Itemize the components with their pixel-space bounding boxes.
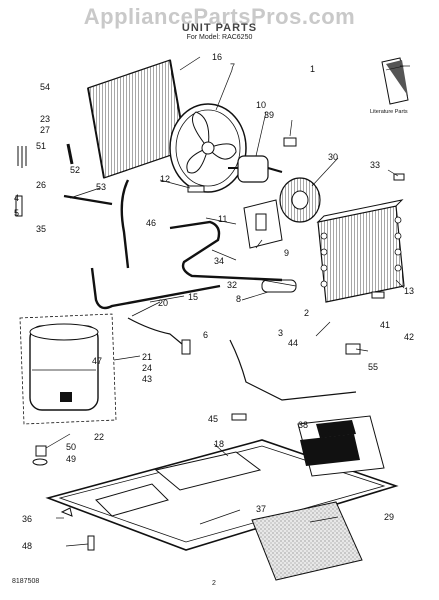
callout-27: 27 xyxy=(40,125,50,135)
air-filter xyxy=(251,501,363,581)
callout-50: 50 xyxy=(66,442,76,452)
callout-26: 26 xyxy=(36,180,46,190)
control-panel xyxy=(297,415,385,477)
page-number: 2 xyxy=(212,580,216,587)
callout-22: 22 xyxy=(94,432,104,442)
callout-45: 45 xyxy=(208,414,218,424)
diagram-title: UNIT PARTS xyxy=(181,22,258,34)
literature-parts-label: Literature Parts xyxy=(370,109,408,115)
bolt-part-48 xyxy=(87,535,95,551)
callout-46: 46 xyxy=(146,218,156,228)
model-label: For Model: RAC6250 xyxy=(186,34,253,41)
callout-43: 43 xyxy=(142,374,152,384)
callout-18: 18 xyxy=(214,439,224,449)
callout-34: 34 xyxy=(214,256,224,266)
callout-41: 41 xyxy=(380,320,390,330)
callout-24: 24 xyxy=(142,363,152,373)
callout-2a: 2 xyxy=(304,308,309,318)
bracket-part-39 xyxy=(283,137,297,147)
callout-23: 23 xyxy=(40,114,50,124)
wire-harness xyxy=(127,317,183,345)
callout-35: 35 xyxy=(36,224,46,234)
callout-1: 1 xyxy=(310,64,315,74)
washer-part-49 xyxy=(32,458,48,466)
callout-39: 39 xyxy=(264,110,274,120)
callout-36: 36 xyxy=(22,514,32,524)
callout-20: 20 xyxy=(158,298,168,308)
evaporator-coil xyxy=(316,199,405,303)
motor-mount-bracket xyxy=(243,199,283,249)
callout-52: 52 xyxy=(70,165,80,175)
callout-4: 4 xyxy=(14,193,19,203)
clip-part-41 xyxy=(371,291,385,299)
callout-13: 13 xyxy=(404,286,414,296)
callout-15: 15 xyxy=(188,292,198,302)
callout-42: 42 xyxy=(404,332,414,342)
callout-53: 53 xyxy=(96,182,106,192)
tube-part-27 xyxy=(66,143,74,165)
callout-38: 38 xyxy=(298,420,308,430)
sensor-part-4 xyxy=(15,195,23,217)
condenser-fan xyxy=(169,103,247,193)
watermark-text: AppliancePartsPros.com xyxy=(83,4,356,29)
callout-3a: 3 xyxy=(278,328,283,338)
compressor xyxy=(29,323,99,411)
callout-37: 37 xyxy=(256,504,266,514)
callout-33: 33 xyxy=(370,160,380,170)
callout-51: 51 xyxy=(36,141,46,151)
callout-29: 29 xyxy=(384,512,394,522)
base-pan xyxy=(45,439,399,551)
callout-49: 49 xyxy=(66,454,76,464)
callout-54a: 54 xyxy=(40,82,50,92)
bracket-part-55 xyxy=(345,343,361,355)
bracket-part-12 xyxy=(187,185,205,193)
clip-part-36 xyxy=(60,507,73,517)
callout-10: 10 xyxy=(256,100,266,110)
document-number: 8187508 xyxy=(12,578,40,585)
compressor-kit-border xyxy=(19,313,117,425)
callout-47: 47 xyxy=(92,356,102,366)
callout-8: 8 xyxy=(236,294,241,304)
callout-5: 5 xyxy=(14,208,19,218)
condenser-coil xyxy=(87,59,187,179)
blower-wheel xyxy=(279,177,321,223)
callout-16: 16 xyxy=(212,52,222,62)
callout-21: 21 xyxy=(142,352,152,362)
callout-12: 12 xyxy=(160,174,170,184)
capacitor xyxy=(261,279,297,293)
screw-part-33 xyxy=(393,173,405,181)
callout-11: 11 xyxy=(218,214,227,224)
callout-6: 6 xyxy=(203,330,208,340)
terminal-connector xyxy=(181,339,191,355)
callout-30: 30 xyxy=(328,152,338,162)
grommet-part-50 xyxy=(35,445,47,457)
clip-part-45 xyxy=(231,413,247,421)
callout-44: 44 xyxy=(288,338,298,348)
callout-9: 9 xyxy=(284,248,289,258)
fan-motor xyxy=(228,155,283,183)
tube-part-51 xyxy=(17,146,27,168)
callout-48: 48 xyxy=(22,541,32,551)
callout-7: 7 xyxy=(230,62,235,72)
callout-32: 32 xyxy=(227,280,237,290)
leader-lines xyxy=(45,56,410,547)
drain-tube xyxy=(229,339,357,401)
callout-55: 55 xyxy=(368,362,378,372)
literature-parts-booklet xyxy=(381,57,409,105)
